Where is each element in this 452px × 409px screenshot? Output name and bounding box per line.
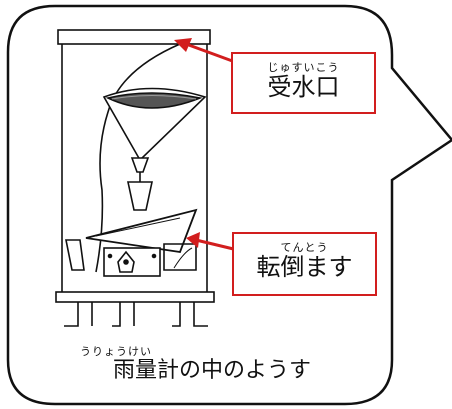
gauge-base: [55, 291, 215, 303]
caption-text: 雨量計の中のようす: [112, 358, 311, 383]
inlet-ruby: じゅすいこう: [267, 61, 340, 74]
caption: うりょうけい 雨量計の中のようす: [62, 345, 362, 384]
tipping-ruby: てんとう: [280, 241, 329, 254]
label-tipping-bucket: てんとう 転倒ます: [232, 232, 377, 296]
gauge-rim: [57, 29, 211, 45]
tipping-text: 転倒ます: [256, 253, 353, 281]
cutaway-edge: [95, 43, 181, 273]
funnel: [102, 87, 207, 162]
rain-gauge-illustration: [55, 29, 215, 327]
caption-ruby: うりょうけい: [80, 345, 152, 358]
inlet-text: 受水口: [267, 73, 340, 101]
label-inlet: じゅすいこう 受水口: [231, 52, 376, 114]
